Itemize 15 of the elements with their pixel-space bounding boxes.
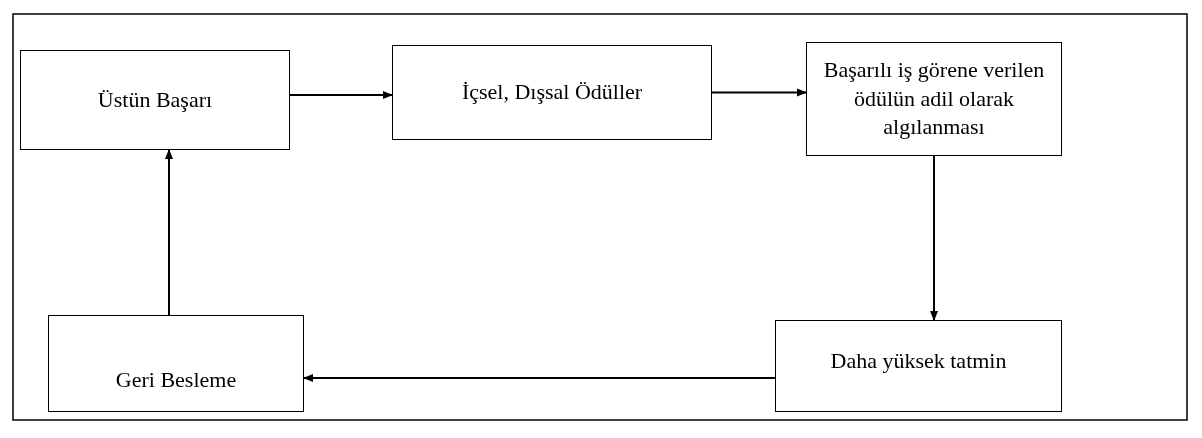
arrow (289, 91, 393, 99)
process-box (20, 50, 290, 150)
process-box (48, 315, 304, 412)
process-box (392, 45, 712, 140)
arrow (165, 149, 173, 316)
box-label: Geri Besleme (115, 366, 237, 394)
box-label: İçsel, Dışsal Ödüller (461, 78, 643, 107)
box-label: Daha yüksek tatmin (830, 347, 1007, 375)
arrow (711, 88, 807, 97)
arrow (303, 374, 776, 382)
process-box (806, 42, 1062, 156)
process-box (775, 320, 1062, 412)
box-label: Başarılı iş görene verilen ödülün adil olarak algılanması (822, 56, 1046, 142)
box-label: Üstün Başarı (97, 85, 213, 114)
arrow (930, 155, 938, 321)
